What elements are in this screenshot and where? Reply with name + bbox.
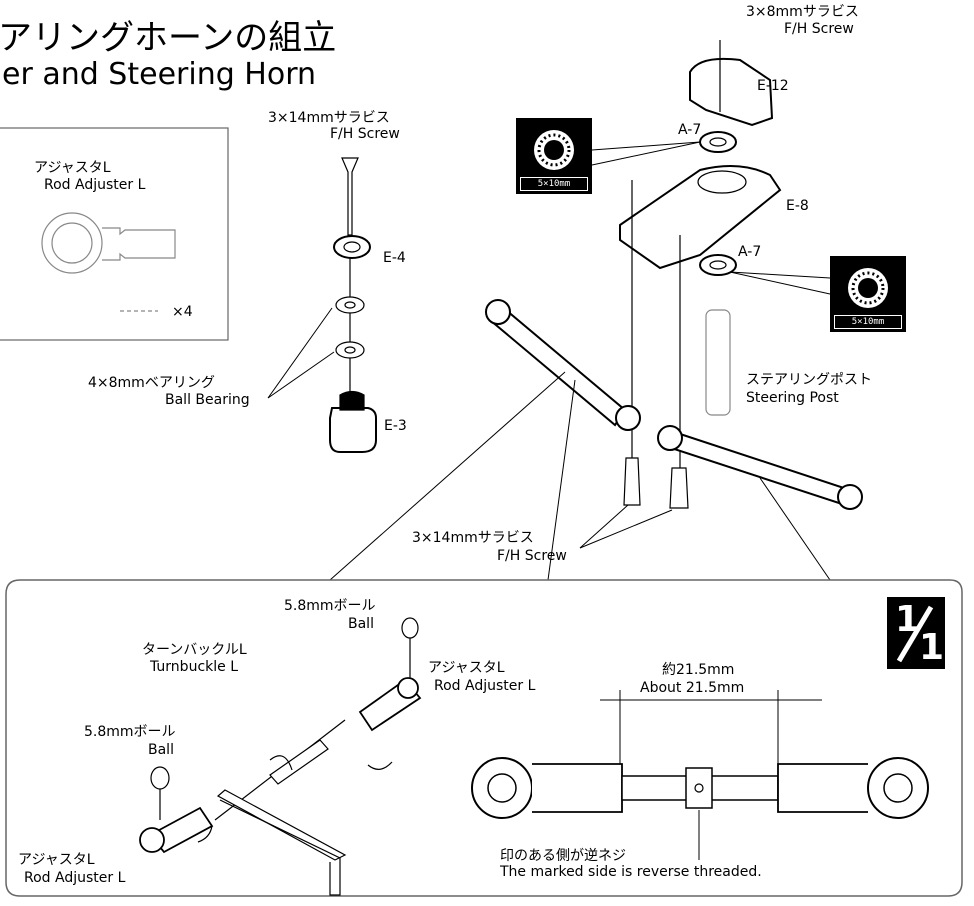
- steering-post-shape: [705, 309, 731, 416]
- inset-label-en: Rod Adjuster L: [44, 177, 146, 193]
- adjuster2-jp: アジャスタL: [18, 852, 95, 868]
- inset-rod-adjuster-drawing: [41, 212, 176, 274]
- detail-panel: [5, 579, 963, 897]
- part-e12-label: E-12: [757, 78, 789, 94]
- screw-top-jp: 3×8mmサラビス: [746, 4, 859, 20]
- quantity-badge: 1 1: [887, 597, 945, 669]
- bearing-spec-top: 5×10mm: [516, 118, 592, 194]
- bearing-en: Ball Bearing: [165, 392, 250, 408]
- part-e3-label: E-3: [384, 418, 407, 434]
- length-jp: 約21.5mm: [662, 662, 735, 678]
- part-e4-label: E-4: [383, 250, 406, 266]
- detail-right-rod: [471, 690, 929, 860]
- ball1-en: Ball: [348, 616, 374, 632]
- screw-top-en: F/H Screw: [784, 21, 854, 37]
- screw-bottom-1: [623, 457, 641, 506]
- screw-bottom-jp: 3×14mmサラビス: [412, 530, 534, 546]
- part-a7-top-shape: [699, 131, 737, 153]
- adjuster1-en: Rod Adjuster L: [434, 678, 536, 694]
- screw-14-en: F/H Screw: [330, 126, 400, 142]
- adjuster2-en: Rod Adjuster L: [24, 870, 126, 886]
- bearing-icon: [534, 130, 574, 170]
- detail-left-exploded: [139, 617, 422, 896]
- screw-bottom-en: F/H Screw: [497, 548, 567, 564]
- bearing-spec-bottom-label: 5×10mm: [834, 315, 902, 329]
- steering-post-jp: ステアリングポスト: [746, 372, 872, 388]
- part-a7-bottom-shape: [699, 254, 737, 276]
- adjuster1-jp: アジャスタL: [428, 660, 505, 676]
- part-e8-label: E-8: [786, 198, 809, 214]
- part-e8-shape: [619, 165, 782, 270]
- title-en: er and Steering Horn: [2, 57, 317, 92]
- screw-14-jp: 3×14mmサラビス: [268, 110, 390, 126]
- badge-denominator: 1: [919, 627, 945, 668]
- bearing-2: [335, 341, 365, 359]
- part-a7-top-label: A-7: [678, 122, 702, 138]
- ball2-jp: 5.8mmボール: [84, 724, 176, 740]
- fraction-slash-icon: [896, 605, 934, 663]
- left-stack: [267, 157, 377, 453]
- ball1-jp: 5.8mmボール: [284, 598, 376, 614]
- bearing-spec-top-label: 5×10mm: [520, 177, 588, 191]
- mark-note-en: The marked side is reverse threaded.: [500, 864, 762, 880]
- title-jp: アリングホーンの組立: [0, 18, 337, 58]
- bearing-1: [335, 296, 365, 314]
- length-en: About 21.5mm: [640, 680, 745, 696]
- screw-bottom-2: [669, 467, 689, 509]
- inset-qty: ×4: [172, 304, 193, 320]
- inset-label-jp: アジャスタL: [34, 160, 111, 176]
- bearing-jp: 4×8mmベアリング: [88, 375, 215, 391]
- inset-box: [0, 127, 229, 341]
- turnbuckle-jp: ターンバックルL: [142, 642, 247, 658]
- part-e3-shape: [329, 407, 377, 453]
- mark-note-jp: 印のある側が逆ネジ: [500, 848, 626, 864]
- rod-left: [485, 299, 641, 431]
- bearing-icon: [848, 268, 888, 308]
- turnbuckle-en: Turnbuckle L: [150, 659, 238, 675]
- part-e12-shape: [689, 57, 774, 127]
- steering-horn-assembly: [579, 40, 831, 549]
- steering-post-en: Steering Post: [746, 390, 839, 406]
- part-a7-bottom-label: A-7: [738, 244, 762, 260]
- rod-right: [657, 425, 863, 510]
- bearing-spec-bottom: 5×10mm: [830, 256, 906, 332]
- ball2-en: Ball: [148, 742, 174, 758]
